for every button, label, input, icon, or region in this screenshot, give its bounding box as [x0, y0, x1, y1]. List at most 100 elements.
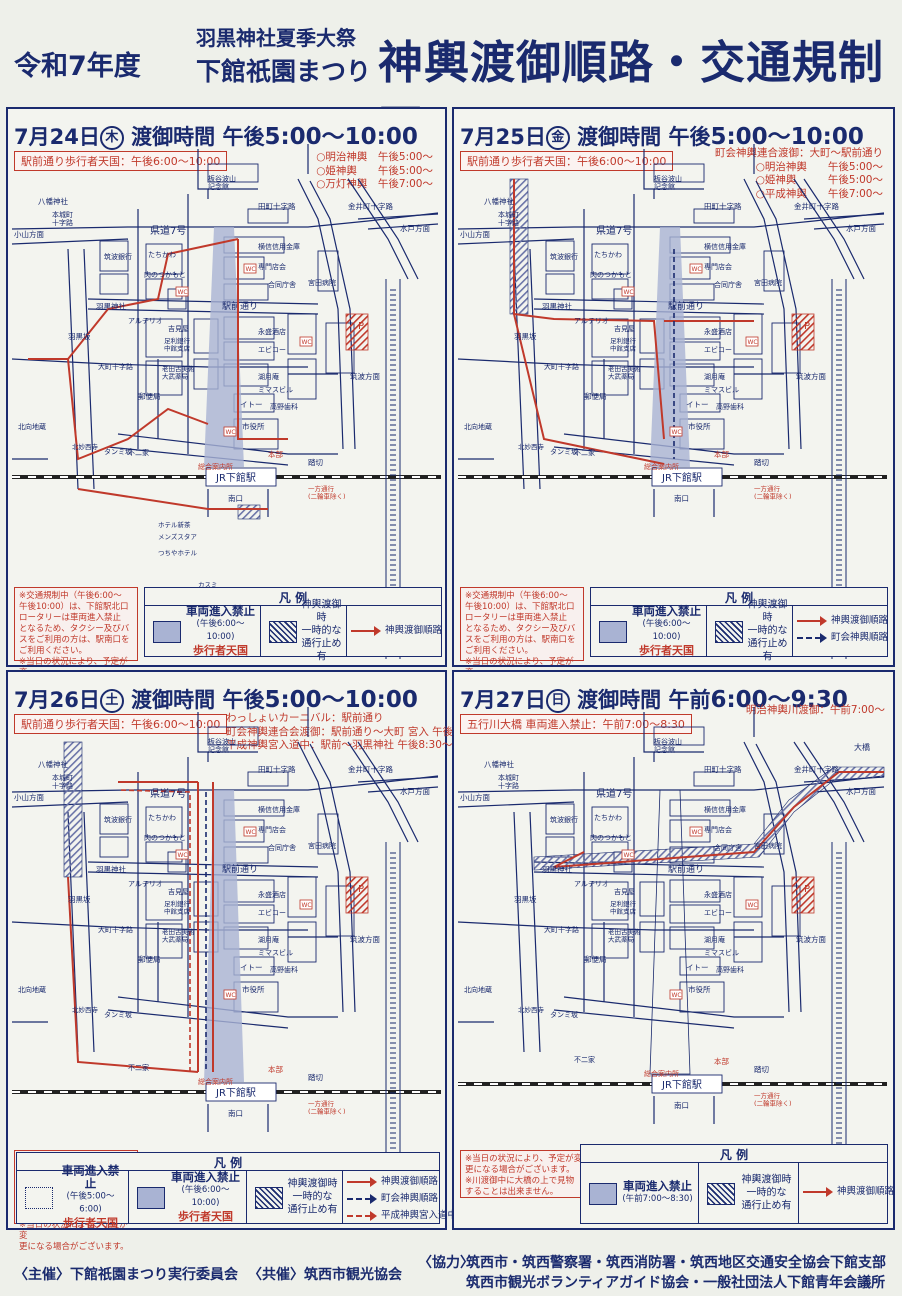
railroad-crossing-label: 踏切: [308, 1072, 323, 1082]
government-building-label: 合同庁舎: [714, 280, 742, 289]
weekday-badge: 土: [99, 689, 124, 713]
closure-label: 神輿渡御時 一時的な 通行止め有: [287, 1178, 338, 1216]
time-label: 渡御時間: [577, 688, 662, 712]
vehicle-ban-time: (午前7:00〜8:30): [622, 1194, 693, 1204]
notice-line: することは出来ません。: [465, 1187, 559, 1197]
map-block: [591, 881, 629, 921]
legend-pedestrian-zone: 車両進入禁止(午後6:00〜10:00)歩行者天国: [129, 1171, 247, 1223]
legend-title: 凡 例: [278, 591, 308, 605]
butcher-label: 肉のつかもと: [144, 833, 186, 842]
panel-title: 7月27日日 渡御時間 午前6:00〜9:30: [460, 680, 848, 714]
road: [803, 741, 865, 843]
map-block: [669, 879, 721, 903]
legend-vehicle-ban: 車両進入禁止(午前7:00〜8:30): [581, 1163, 699, 1223]
schedule-note: 町会神輿連合会渡御：駅前通り〜大町 宮入 午後7:00〜: [226, 725, 488, 738]
closure-label: 神輿渡御時 一時的な 通行止め有: [741, 1174, 792, 1212]
procession-time: 5:00〜10:00: [710, 124, 864, 150]
yoshimiya-label: 吉見屋: [614, 325, 635, 333]
tadacho-crossing-label: 田町十字路: [258, 764, 296, 774]
dotted-zone-time: (午後5:00〜6:00): [66, 1191, 115, 1215]
info-center-label: 総合案内所: [644, 462, 679, 471]
schedule-note: 平成神輿宮入道中：駅前〜羽黒神社 午後8:30〜: [226, 739, 453, 751]
schedule-note: ○姫神輿 午後5:00〜: [316, 164, 433, 177]
notice-line: ロータリーは車両進入禁止: [465, 613, 568, 623]
railroad-crossing-label: 踏切: [754, 1064, 769, 1074]
hachiman-shrine-label: 八幡神社: [38, 759, 68, 769]
notice-line: ご利用ください。: [465, 646, 534, 656]
ampm-label: 午前: [668, 688, 711, 712]
shopping-center-label: 専門店会: [704, 262, 732, 271]
procession-route: [237, 239, 288, 440]
tadacho-crossing-label: 田町十字路: [258, 201, 296, 211]
vehicle-ban-title: 車両進入禁止: [623, 1179, 692, 1193]
road: [11, 238, 129, 245]
headquarters-label: 本部: [268, 1064, 283, 1074]
tsukuba-bank-label: 筑波銀行: [550, 252, 578, 261]
procession-route: [553, 771, 884, 868]
schedule-note: ○平成神輿 午後7:00〜: [755, 187, 883, 200]
toilet-label: WC: [178, 852, 188, 859]
kendo-7-road: [11, 212, 439, 230]
tsukuba-direction-label: 筑波方面: [350, 371, 380, 381]
panel-title: 7月24日木 渡御時間 午後5:00〜10:00: [14, 117, 418, 151]
shopping-center-label: 専門店会: [258, 825, 286, 834]
liquor-store-label: 永盛酒店: [258, 890, 286, 899]
kitamuki-label: 北向地蔵: [464, 422, 492, 431]
toilet-label: WC: [246, 829, 256, 836]
panel-title: 7月25日金 渡御時間 午後5:00〜10:00: [460, 117, 864, 151]
poster-header: 令和7年度 羽黒神社夏季大祭 下館祇園まつり 神輿渡御順路・交通規制図: [0, 0, 902, 154]
railroad-crossing-label: 踏切: [308, 457, 323, 467]
map-block: [287, 921, 317, 963]
hospital-label: 宮田病院: [308, 278, 336, 287]
kendo-7-road: [457, 212, 885, 230]
legend-routes: 神輿渡御順路: [799, 1163, 894, 1223]
railroad-crossing-label: 踏切: [754, 457, 769, 467]
haguro-shrine-label: 羽黒神社: [542, 864, 572, 874]
road: [347, 178, 409, 280]
legend-route-solid: 神輿渡御順路: [797, 612, 888, 631]
route-line-label: 神輿渡御順路: [837, 1186, 895, 1197]
traffic-notice: ※交通規制中（午後6:00〜午後10:00）は、下館駅北口ロータリーは車両進入禁…: [460, 587, 584, 689]
pedestrian-label: 歩行者天国: [178, 1210, 233, 1223]
map-legend: 凡 例車両進入禁止(午後6:00〜10:00)歩行者天国神輿渡御時 一時的な 通…: [590, 587, 889, 663]
omachi-street: [529, 811, 541, 1053]
tachibana-label: たちかわ: [148, 251, 176, 259]
toilet-label: WC: [672, 429, 682, 436]
honmachi-crossing-label: 本城町十字路: [52, 773, 73, 790]
butcher-label: 肉のつかもと: [590, 833, 632, 842]
road: [533, 298, 765, 305]
legend-route-solid: 神輿渡御順路: [803, 1183, 894, 1202]
legend-title: 凡 例: [719, 1148, 749, 1162]
ito-label: イトー: [240, 400, 263, 409]
notice-line: となるため、タクシー及びバ: [19, 624, 130, 634]
road: [107, 446, 289, 466]
mimasu-label: ミマスビル: [258, 948, 293, 957]
ashikaga-bank-label: 足利銀行中館支店: [610, 336, 637, 353]
schedule-note: ○明治神輿 午後5:00〜: [755, 160, 883, 173]
honmachi-crossing-label: 本城町十字路: [52, 210, 73, 227]
kendo-7-road: [11, 775, 439, 793]
omachi-crossing-label: 大町十字路: [544, 925, 579, 934]
map-block: [545, 273, 575, 295]
toilet-marker: [689, 263, 703, 274]
map-block: [591, 318, 629, 358]
yoshimiya-label: 吉見屋: [614, 888, 635, 896]
ampm-label: 午後: [668, 125, 711, 149]
pedestrian-title: 車両進入禁止: [171, 1170, 240, 1184]
map-block: [317, 813, 339, 855]
legend-pedestrian-zone: 車両進入禁止(午後6:00〜10:00)歩行者天国: [145, 605, 261, 657]
info-center-label: 総合案内所: [198, 1077, 233, 1086]
map-block: [317, 250, 339, 292]
route-line-marker: [351, 625, 381, 636]
city-hall-label: 市役所: [242, 984, 265, 994]
route-line-label: 町会神輿順路: [831, 632, 889, 643]
legend-routes: 神輿渡御順路町会神輿順路平成神輿宮入道中: [343, 1171, 457, 1223]
credit-union-label: 横信信用金庫: [258, 242, 300, 251]
coop-label: 〈協力〉: [418, 1255, 474, 1271]
ashikaga-bank-label: 足利銀行中館支店: [164, 899, 191, 916]
pharmacy-label: 老田古美術大武薬局: [608, 927, 641, 944]
legend-closure: 神輿渡御時 一時的な 通行止め有: [261, 600, 347, 663]
closure-swatch: [255, 1187, 283, 1209]
legend-closure: 神輿渡御時 一時的な 通行止め有: [707, 600, 793, 663]
road: [553, 446, 735, 466]
